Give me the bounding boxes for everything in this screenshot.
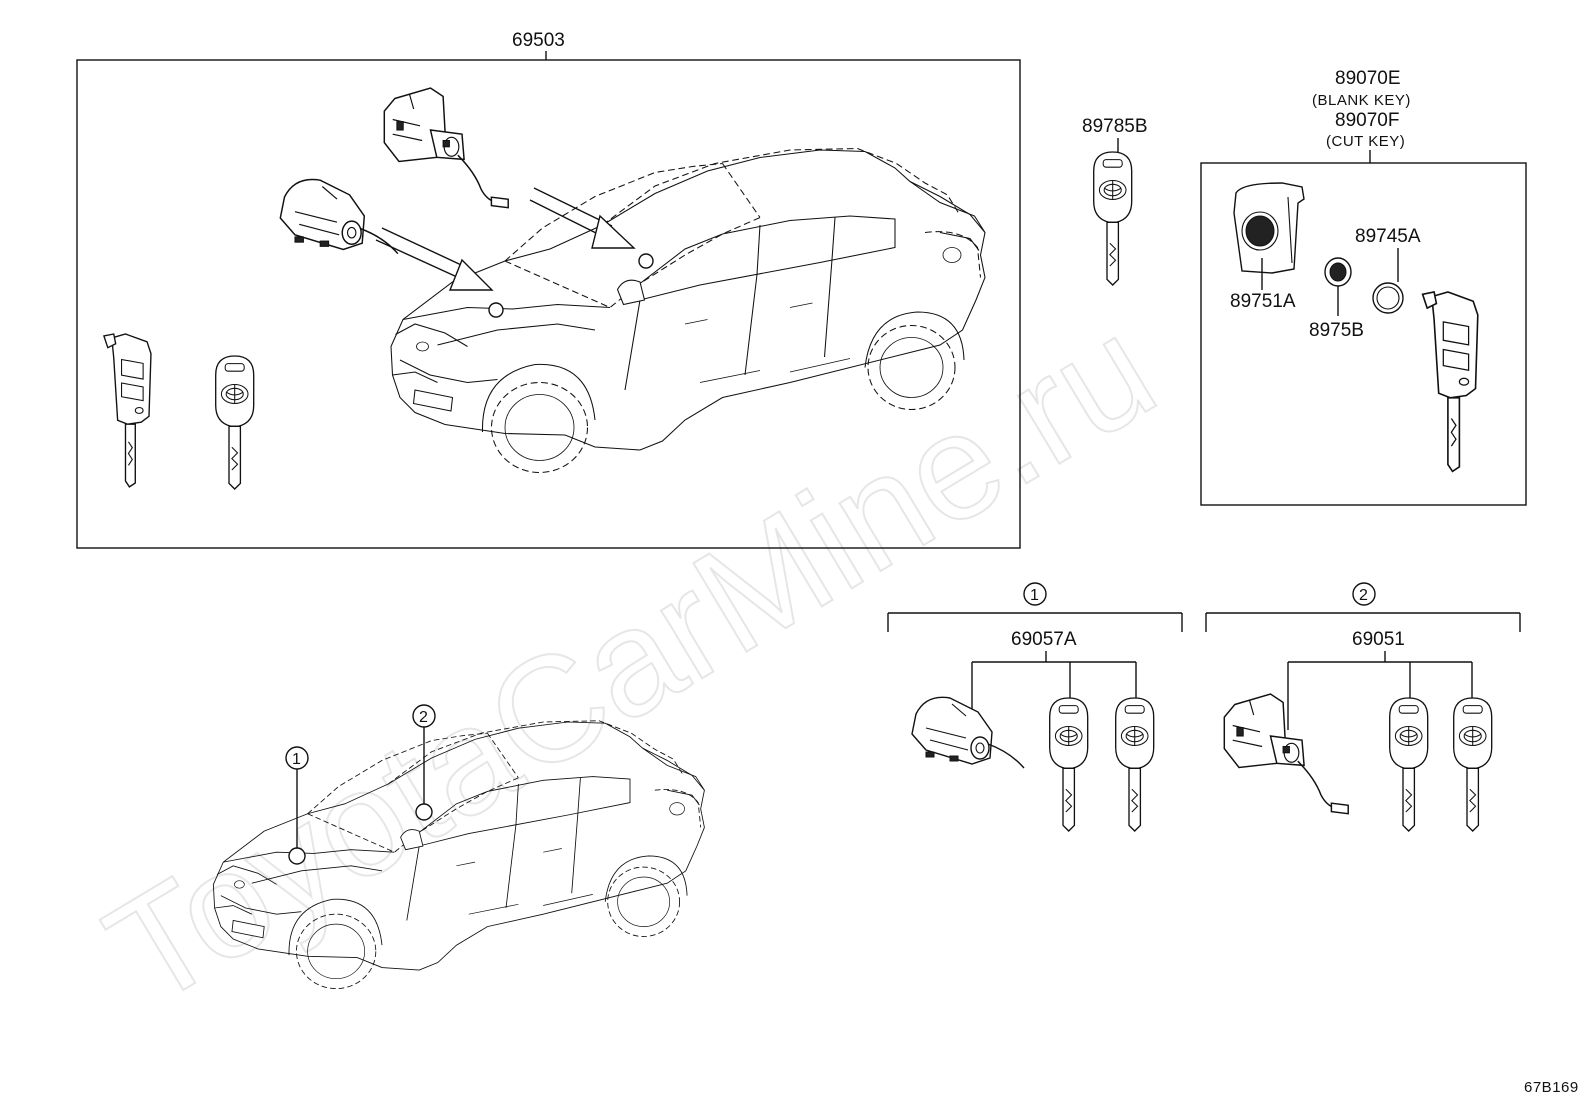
label-89785B: 89785B — [1082, 116, 1148, 137]
label-cut-key: (CUT KEY) — [1326, 133, 1405, 150]
arrow-to-door — [375, 227, 494, 291]
label-69051: 69051 — [1352, 629, 1405, 650]
label-89070F: 89070F — [1335, 110, 1399, 131]
arrow-to-ignition — [529, 187, 636, 249]
ignition-lock-cylinder — [383, 87, 509, 209]
label-89745A: 89745A — [1355, 226, 1421, 247]
label-8975B: 8975B — [1309, 320, 1364, 341]
callout-1-location: 1 — [292, 751, 301, 768]
group-69051: 2 69051 — [1205, 582, 1521, 832]
battery-89745A: 89745A — [1355, 226, 1421, 314]
label-69057A: 69057A — [1011, 629, 1077, 650]
label-89070E: 89070E — [1335, 68, 1401, 89]
label-blank-key: (BLANK KEY) — [1312, 92, 1411, 109]
key-69057A-2 — [1115, 697, 1155, 832]
lower-vehicle-group: 1 2 — [212, 704, 705, 990]
callout-1-badge: 1 — [1030, 587, 1039, 604]
diagram-code: 67B169 — [1524, 1079, 1579, 1096]
key-89785B — [1093, 151, 1133, 286]
ignition-lock-cylinder-69051 — [1223, 693, 1349, 815]
group-89785B: 89785B — [1082, 116, 1148, 286]
key-69057A-1 — [1049, 697, 1089, 832]
group-89070: 89070E (BLANK KEY) 89070F (CUT KEY) 8975… — [1200, 68, 1527, 506]
frame-69503 — [76, 59, 1021, 549]
group-69057A: 1 69057A — [887, 582, 1183, 832]
key-shell-89751A — [1233, 182, 1305, 274]
key-69051-1 — [1389, 697, 1429, 832]
remote-flip-key — [103, 333, 152, 488]
callout-2-badge: 2 — [1359, 587, 1368, 604]
label-69503: 69503 — [512, 30, 565, 51]
callout-2-location: 2 — [419, 709, 428, 726]
part-8975B: 8975B — [1309, 257, 1364, 341]
door-lock-cylinder-69057A — [911, 696, 1025, 769]
frame-89070 — [1200, 162, 1527, 506]
label-89751A: 89751A — [1230, 291, 1296, 312]
group-69503: 69503 — [76, 30, 1021, 549]
master-key — [215, 355, 255, 490]
key-69051-2 — [1453, 697, 1493, 832]
remote-flip-key-89070 — [1421, 291, 1479, 473]
